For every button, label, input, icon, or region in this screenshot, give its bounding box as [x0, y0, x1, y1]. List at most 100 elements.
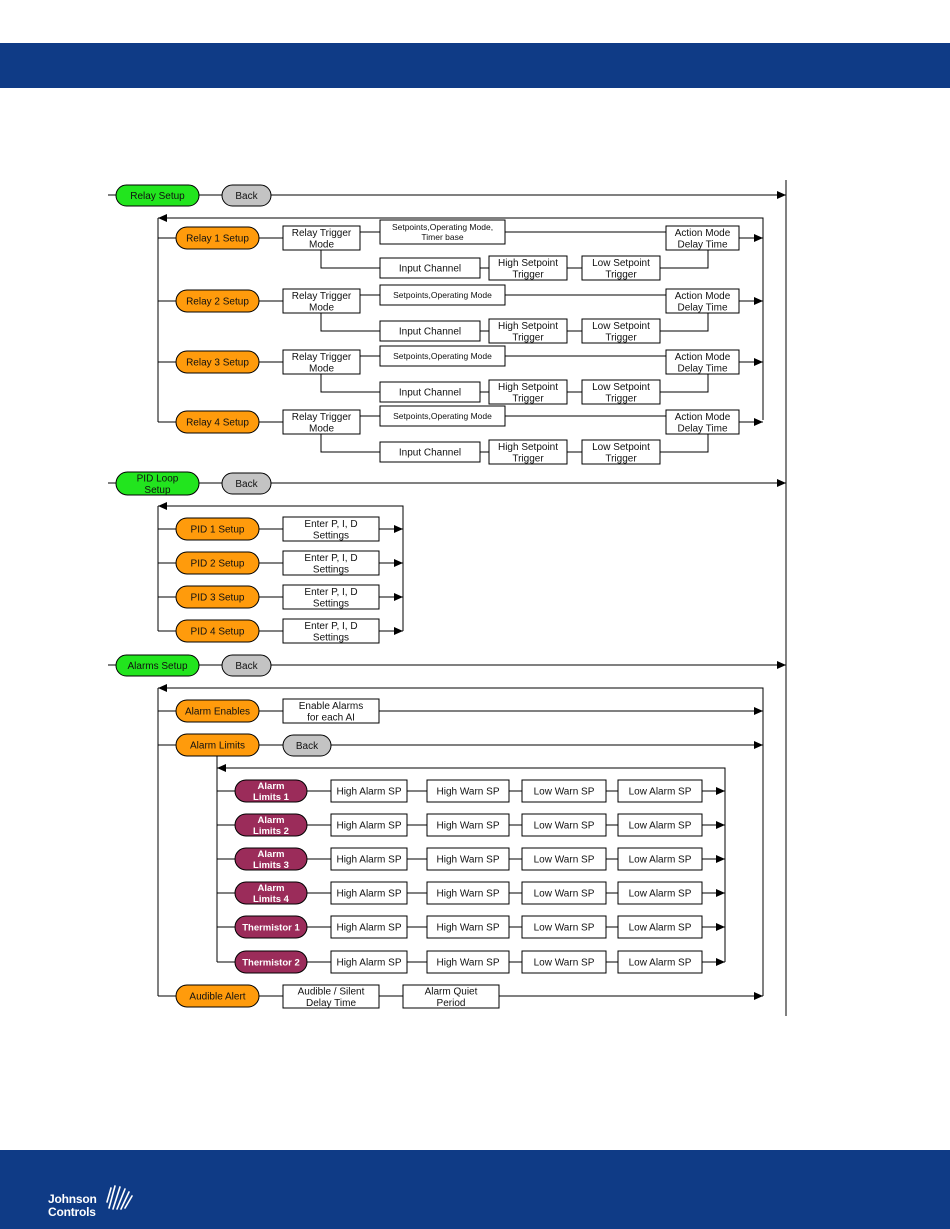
alarm-limit-2-button-label: Alarm: [258, 815, 285, 826]
alarm-limits-button-label: Alarm Limits: [190, 741, 245, 752]
alarms-return-loop: [158, 687, 764, 996]
relay-2-trigger-mode-box: [282, 288, 361, 314]
alarm-limit-4-button-label: Alarm: [258, 883, 285, 894]
audible-alert-return-arrow: [754, 992, 763, 1000]
pid-back-arrow: [777, 479, 786, 487]
pid-4-setup-button-label: PID 4 Setup: [191, 627, 245, 638]
alarm-limit-3-high-alarm-sp-box-label: High Alarm SP: [336, 855, 401, 866]
relay-4-trigger-mode-box: [282, 409, 361, 435]
alarm-limit-2-high-warn-sp-box-label: High Warn SP: [437, 821, 500, 832]
alarm-limit-6-low-warn-sp-box-label: Low Warn SP: [534, 958, 595, 969]
alarm-limit-1-low-warn-sp-box-label: Low Warn SP: [534, 787, 595, 798]
relay-4-low-setpoint-box-label: Low Setpoint: [592, 442, 650, 453]
alarm-limit-3-high-warn-sp-box-label: High Warn SP: [437, 855, 500, 866]
alarm-limit-2-low-warn-sp-box-label: Low Warn SP: [534, 821, 595, 832]
alarm-limit-4-low-alarm-sp-box-label: Low Alarm SP: [629, 889, 692, 900]
relay-1-low-to-action-line: [660, 250, 709, 269]
relay-2-low-setpoint-box: [581, 318, 661, 344]
relay-2-high-setpoint-box-label: Trigger: [512, 332, 544, 343]
relay-3-low-to-action-line: [660, 374, 709, 393]
pid-return-loop: [158, 505, 404, 631]
relay-2-action-mode-box-label: Delay Time: [677, 302, 727, 313]
relay-1-high-setpoint-box-label: High Setpoint: [498, 258, 558, 269]
relay-1-return-arrow: [754, 234, 763, 242]
pid-loop-setup-button-label: PID Loop: [137, 473, 179, 484]
pid-1-settings-box-label: Enter P, I, D: [304, 519, 357, 530]
alarm-limit-1-button-label: Alarm: [258, 781, 285, 792]
alarm-limit-5-high-alarm-sp-box-label: High Alarm SP: [336, 923, 401, 934]
relay-4-high-setpoint-box-label: High Setpoint: [498, 442, 558, 453]
relay-3-setpoints-box-label: Setpoints,Operating Mode: [393, 351, 492, 361]
relay-1-input-channel-box-label: Input Channel: [399, 264, 461, 275]
relay-4-action-mode-box-label: Delay Time: [677, 423, 727, 434]
relay-4-trigger-drop-line: [320, 434, 380, 453]
pid-2-setup-button-label: PID 2 Setup: [191, 559, 245, 570]
pid-1-setup-button-label: PID 1 Setup: [191, 525, 245, 536]
alarm-limits-back-arrow: [754, 741, 763, 749]
alarm-limit-2-low-alarm-sp-box-label: Low Alarm SP: [629, 821, 692, 832]
alarm-limit-2-high-alarm-sp-box-label: High Alarm SP: [336, 821, 401, 832]
relay-3-high-setpoint-box-label: Trigger: [512, 393, 544, 404]
pid-4-settings-box-label: Enter P, I, D: [304, 621, 357, 632]
pid-2-settings-box: [282, 550, 380, 576]
relay-3-high-setpoint-box: [488, 379, 568, 405]
alarm-limit-1-button-label: Limits 1: [253, 792, 290, 803]
relay-1-low-setpoint-box: [581, 255, 661, 281]
alarm-quiet-period-box-label: Alarm Quiet: [425, 986, 478, 997]
relay-4-trigger-mode-box-label: Relay Trigger: [292, 412, 352, 423]
alarm-quiet-period-box-label: Period: [437, 998, 466, 1009]
pid-1-return-arrow: [394, 525, 403, 533]
enable-alarms-box-label: for each AI: [307, 712, 355, 723]
relay-4-low-to-action-line: [660, 434, 709, 453]
relay-return-arrow: [158, 214, 167, 222]
relay-3-low-setpoint-box-label: Trigger: [605, 393, 637, 404]
audible-silent-delay-box-label: Delay Time: [306, 998, 356, 1009]
relay-2-return-arrow: [754, 297, 763, 305]
relay-back-arrow: [777, 191, 786, 199]
relay-1-setup-button-label: Relay 1 Setup: [186, 234, 249, 245]
pid-2-settings-box-label: Settings: [313, 564, 349, 575]
pid-3-setup-button-label: PID 3 Setup: [191, 593, 245, 604]
relay-1-trigger-mode-box-label: Mode: [309, 239, 334, 250]
alarm-limit-2-return-arrow: [716, 821, 725, 829]
relay-2-action-mode-box: [665, 288, 740, 314]
alarm-limit-1-high-warn-sp-box-label: High Warn SP: [437, 787, 500, 798]
johnson-controls-mark-icon: [106, 1185, 133, 1210]
enable-alarms-box-label: Enable Alarms: [299, 701, 363, 712]
relay-4-low-setpoint-box: [581, 439, 661, 465]
relay-1-setpoints-box-label: Setpoints,Operating Mode,: [392, 222, 493, 232]
alarm-limit-5-button-label: Thermistor 1: [242, 922, 300, 933]
relay-1-action-mode-box: [665, 225, 740, 251]
alarm-limit-4-low-warn-sp-box-label: Low Warn SP: [534, 889, 595, 900]
relay-4-input-channel-box-label: Input Channel: [399, 448, 461, 459]
alarm-limits-return-arrow: [217, 764, 226, 772]
alarm-limit-3-button-label: Alarm: [258, 849, 285, 860]
relay-4-high-setpoint-box-label: Trigger: [512, 453, 544, 464]
relay-3-trigger-mode-box-label: Mode: [309, 363, 334, 374]
relay-3-trigger-drop-line: [320, 374, 380, 393]
alarm-limit-4-return-arrow: [716, 889, 725, 897]
relay-back-button-label: Back: [235, 191, 258, 202]
pid-back-button-label: Back: [235, 479, 258, 490]
audible-silent-delay-box-label: Audible / Silent: [298, 986, 365, 997]
alarms-return-arrow: [158, 684, 167, 692]
alarm-limit-6-button-label: Thermistor 2: [242, 957, 300, 968]
relay-3-high-setpoint-box-label: High Setpoint: [498, 382, 558, 393]
relay-2-setpoints-box-label: Setpoints,Operating Mode: [393, 290, 492, 300]
pid-1-settings-box-label: Settings: [313, 530, 349, 541]
relay-4-return-arrow: [754, 418, 763, 426]
footer-bar: [0, 1150, 950, 1229]
alarm-limit-1-high-alarm-sp-box-label: High Alarm SP: [336, 787, 401, 798]
pid-4-settings-box-label: Settings: [313, 632, 349, 643]
relay-setup-button-label: Relay Setup: [130, 191, 185, 202]
pid-3-return-arrow: [394, 593, 403, 601]
relay-3-action-mode-box: [665, 349, 740, 375]
pid-4-settings-box: [282, 618, 380, 644]
header-bar: [0, 43, 950, 88]
pid-4-return-arrow: [394, 627, 403, 635]
relay-3-return-arrow: [754, 358, 763, 366]
pid-2-settings-box-label: Enter P, I, D: [304, 553, 357, 564]
relay-3-action-mode-box-label: Action Mode: [675, 352, 731, 363]
relay-3-low-setpoint-box: [581, 379, 661, 405]
